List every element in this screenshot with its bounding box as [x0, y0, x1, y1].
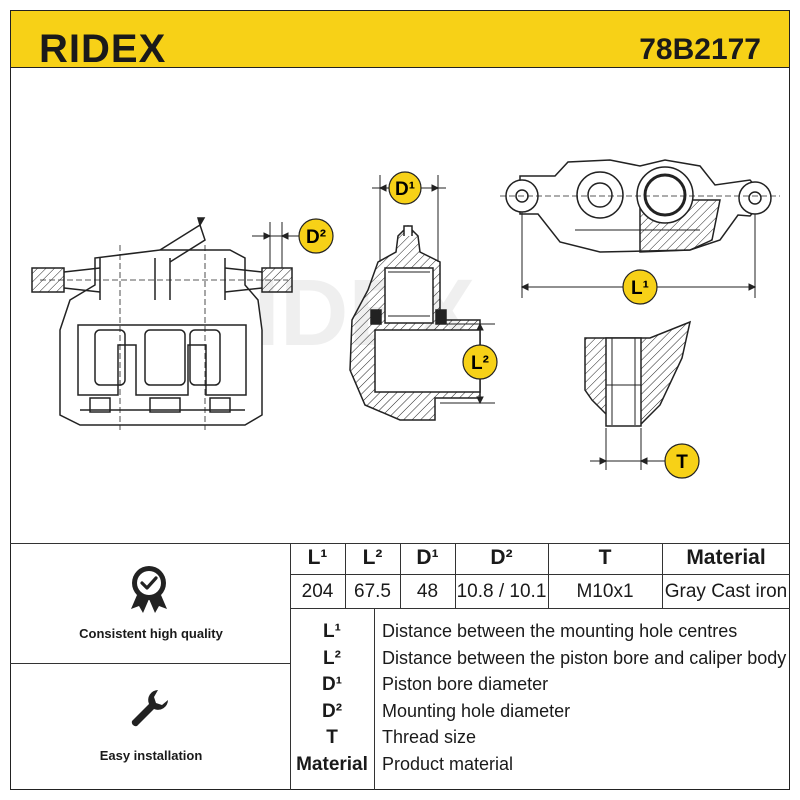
spec-header-l2: L² [362, 546, 383, 569]
spec-header-d2: D² [490, 546, 513, 569]
t-dimension [590, 428, 666, 470]
l1-callout-badge [622, 269, 658, 305]
legend-desc: Piston bore diameter [382, 674, 549, 694]
spec-header-material: Material [686, 546, 766, 569]
legend-code: L² [323, 648, 341, 669]
spec-value-l2: 67.5 [354, 581, 391, 602]
l1-callout-label: L¹ [631, 278, 649, 299]
spec-col-divider-4 [548, 543, 549, 608]
quality-badge-icon [131, 566, 167, 613]
wrench-icon [131, 690, 168, 727]
legend-code: D² [321, 701, 343, 722]
l2-callout-label: L² [471, 353, 489, 374]
t-callout-badge [664, 443, 700, 479]
caliper-top-view [500, 159, 780, 253]
feature-label-installation: Easy installation [99, 748, 203, 763]
part-number: 78B2177 [639, 33, 761, 66]
d2-dimension [252, 222, 300, 268]
spec-col-divider-1 [345, 543, 346, 608]
feature-divider-vertical [290, 543, 291, 790]
spec-value-d2: 10.8 / 10.1 [456, 581, 547, 602]
header-bar: RIDEX 78B2177 [10, 10, 790, 71]
brand-logo: RIDEX [39, 27, 167, 71]
legend-desc: Product material [382, 754, 514, 774]
technical-drawing: RIDEX D² [31, 159, 780, 479]
spec-col-divider-3 [455, 543, 456, 608]
l2-callout-badge [462, 344, 498, 380]
spec-value-l1: 204 [301, 581, 334, 602]
legend-code: T [326, 727, 338, 748]
spec-col-divider-5 [662, 543, 663, 608]
caliper-section-view [349, 224, 481, 421]
legend-desc: Distance between the mounting hole centr… [382, 621, 738, 641]
spec-header-d1: D¹ [416, 546, 439, 569]
legend-code: Material [296, 754, 368, 775]
legend-code: D¹ [321, 674, 343, 695]
d1-callout-badge [388, 171, 422, 205]
spec-header-l1: L¹ [307, 546, 328, 569]
spec-value-material: Gray Cast iron [664, 581, 788, 602]
legend-col-divider [374, 608, 375, 790]
d2-callout-badge [298, 218, 334, 254]
legend-desc: Distance between the piston bore and cal… [382, 648, 787, 668]
thread-detail-view [584, 320, 692, 427]
t-callout-label: T [676, 452, 688, 473]
spec-header-t: T [598, 546, 612, 569]
feature-label-quality: Consistent high quality [79, 626, 223, 641]
spec-header-divider [290, 574, 790, 575]
spec-value-d1: 48 [416, 581, 439, 602]
feature-divider-horizontal [10, 663, 290, 664]
spec-values-divider [290, 608, 790, 609]
legend-desc: Mounting hole diameter [382, 701, 571, 721]
d1-callout-label: D¹ [395, 179, 415, 200]
spec-value-t: M10x1 [576, 581, 634, 602]
legend-desc: Thread size [382, 727, 477, 747]
legend-code: L¹ [323, 621, 341, 642]
spec-col-divider-2 [400, 543, 401, 608]
d2-callout-label: D² [306, 227, 326, 248]
caliper-front-view [31, 217, 293, 430]
